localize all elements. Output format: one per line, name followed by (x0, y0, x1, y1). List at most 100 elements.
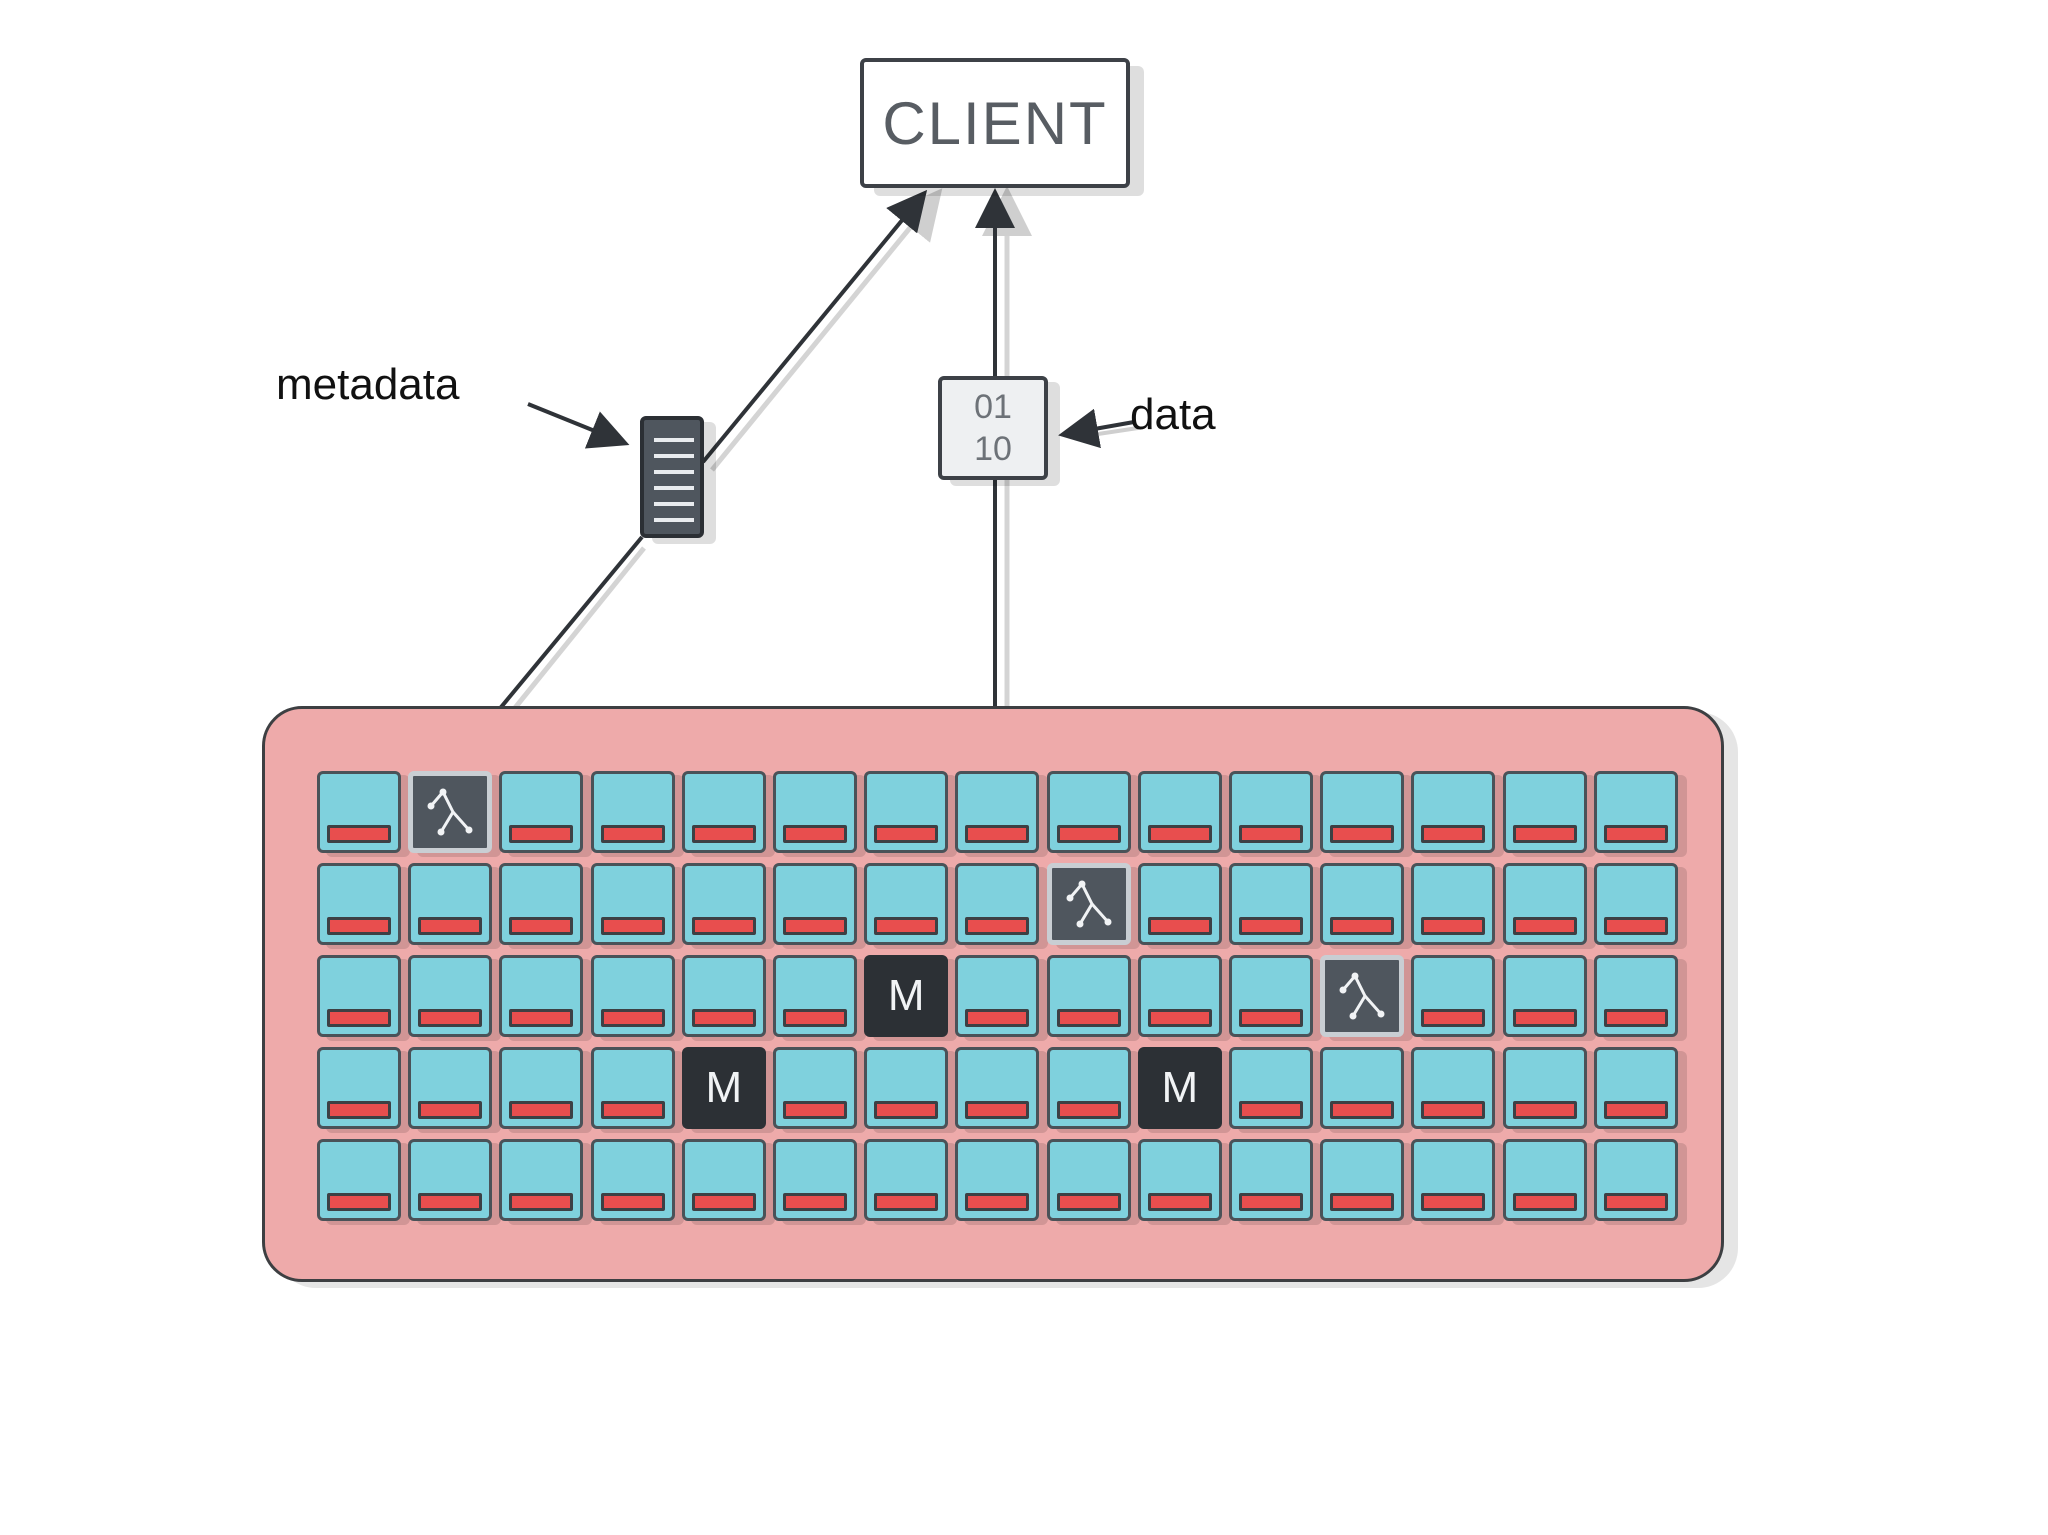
disk-bar (1239, 825, 1303, 843)
storage-node (1046, 771, 1131, 853)
disk-bar (1330, 1193, 1395, 1211)
disk-bar (783, 1193, 847, 1211)
storage-node (499, 955, 584, 1037)
disk-bar (1512, 1009, 1577, 1027)
disk-bar (509, 917, 574, 935)
storage-node (1411, 863, 1496, 945)
storage-node (864, 771, 949, 853)
storage-node (499, 1139, 584, 1221)
storage-node (1593, 955, 1678, 1037)
storage-node (317, 1139, 401, 1221)
disk-bar (783, 825, 847, 843)
storage-node (773, 1047, 857, 1129)
disk-bar (1147, 1193, 1212, 1211)
document-icon (640, 416, 704, 538)
storage-node (1229, 1139, 1313, 1221)
disk-bar (600, 825, 665, 843)
master-node: M (681, 1047, 766, 1129)
master-node: M (1137, 1047, 1222, 1129)
disk-bar (691, 825, 756, 843)
disk-bar (1603, 917, 1668, 935)
client-box: CLIENT (860, 58, 1130, 188)
storage-node (408, 1139, 493, 1221)
storage-node (1229, 771, 1313, 853)
disk-bar (600, 1193, 665, 1211)
disk-bar (1147, 825, 1212, 843)
master-node-label: M (705, 1063, 743, 1112)
storage-node (773, 1139, 857, 1221)
data-pointer-arrow (1058, 408, 1135, 449)
disk-bar (327, 825, 391, 843)
metadata-label: metadata (276, 360, 460, 409)
disk-bar (965, 1009, 1030, 1027)
disk-bar (1512, 1193, 1577, 1211)
disk-bar (509, 1009, 574, 1027)
storage-node (317, 863, 401, 945)
storage-node (1137, 955, 1222, 1037)
storage-node (864, 863, 949, 945)
disk-bar (418, 1193, 483, 1211)
storage-node (1137, 771, 1222, 853)
disk-bar (1147, 917, 1212, 935)
master-node-label: M (1161, 1063, 1199, 1112)
storage-node (681, 955, 766, 1037)
disk-bar (600, 1009, 665, 1027)
disk-bar (783, 917, 847, 935)
disk-bar (1603, 1101, 1668, 1119)
disk-bar (965, 1101, 1030, 1119)
binary-line-2: 10 (974, 430, 1012, 468)
disk-bar (1239, 1101, 1303, 1119)
disk-bar (874, 825, 939, 843)
tree-node (408, 771, 493, 853)
disk-bar (1603, 825, 1668, 843)
disk-bar (509, 1193, 574, 1211)
storage-node (1046, 955, 1131, 1037)
storage-node (864, 1139, 949, 1221)
storage-node (1411, 955, 1496, 1037)
disk-bar (1603, 1193, 1668, 1211)
storage-node (1502, 771, 1587, 853)
binary-data-icon: 01 10 (938, 376, 1048, 480)
disk-bar (1421, 1009, 1486, 1027)
storage-node (317, 771, 401, 853)
disk-bar (327, 917, 391, 935)
storage-node (408, 1047, 493, 1129)
disk-bar (874, 917, 939, 935)
storage-node (1229, 863, 1313, 945)
storage-node (590, 771, 675, 853)
storage-node (955, 863, 1040, 945)
storage-node (1229, 955, 1313, 1037)
storage-node (1502, 1047, 1587, 1129)
storage-node (1411, 1047, 1496, 1129)
tree-icon (1066, 880, 1112, 928)
storage-node (955, 771, 1040, 853)
storage-node (1137, 863, 1222, 945)
disk-bar (1330, 825, 1395, 843)
disk-bar (874, 1101, 939, 1119)
storage-node (955, 1139, 1040, 1221)
storage-node (317, 1047, 401, 1129)
disk-bar (1421, 1101, 1486, 1119)
storage-node (1502, 863, 1587, 945)
storage-node (1411, 1139, 1496, 1221)
metadata-pointer-arrow (527, 402, 630, 449)
data-label: data (1130, 390, 1216, 439)
disk-bar (965, 917, 1030, 935)
disk-bar (1330, 917, 1395, 935)
disk-bar (509, 825, 574, 843)
disk-bar (1512, 917, 1577, 935)
storage-node (499, 863, 584, 945)
storage-node (1320, 1047, 1405, 1129)
storage-node (1137, 1139, 1222, 1221)
storage-node (681, 863, 766, 945)
metadata-arrow-to-client (701, 189, 928, 464)
disk-bar (874, 1193, 939, 1211)
storage-node (408, 863, 493, 945)
disk-bar (418, 1009, 483, 1027)
storage-node (1502, 1139, 1587, 1221)
disk-bar (418, 1101, 483, 1119)
disk-bar (1056, 825, 1121, 843)
disk-bar (327, 1193, 391, 1211)
binary-line-1: 01 (974, 388, 1012, 426)
storage-node (773, 863, 857, 945)
